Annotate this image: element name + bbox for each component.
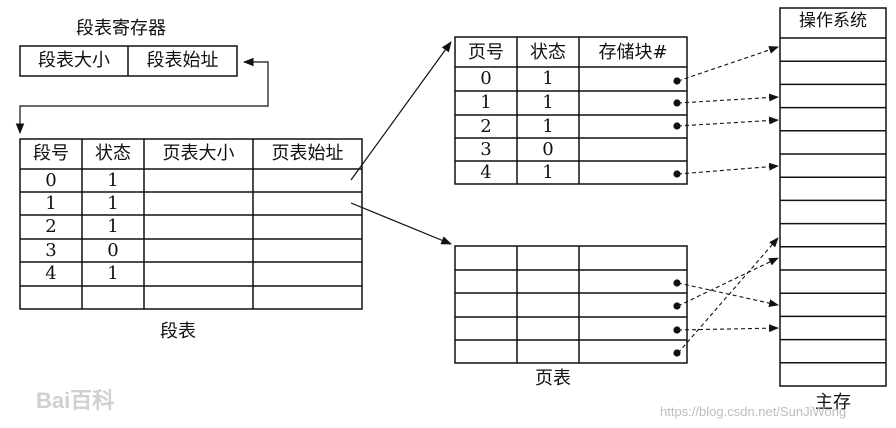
baidu-watermark: Bai百科: [36, 388, 115, 413]
pt1-row4-frame-arrow: [677, 162, 779, 175]
pt2-dot-2: [673, 279, 681, 287]
page-table-1-cell: 1: [542, 92, 554, 113]
page-table-1-header-frame: 存储块#: [598, 42, 668, 63]
segment-table-cell: 1: [107, 193, 119, 214]
segment-table-cell: 1: [107, 216, 119, 237]
pt1-row2-frame-arrow: [677, 116, 779, 127]
segment-table-header-pt-base: 页表始址: [271, 143, 344, 164]
main-memory-os-label: 操作系统: [799, 11, 867, 31]
page-table-2-grid: [454, 245, 688, 364]
segment-0-to-page-table-1-arrow: [350, 41, 452, 181]
main-memory-caption: 主存: [815, 392, 851, 413]
csdn-watermark: https://blog.csdn.net/SunJiWong: [660, 404, 847, 419]
page-table-1-cell: 0: [480, 68, 492, 89]
page-table-1-cell: 4: [480, 162, 492, 183]
segment-table-base-cell: 段表始址: [146, 50, 219, 71]
page-table-1-header-status: 状态: [530, 42, 566, 63]
pt1-dot-2: [673, 122, 681, 130]
pt2-row3-frame-arrow: [677, 257, 779, 307]
pt1-dot-1: [673, 99, 681, 107]
pt2-dot-5: [673, 349, 681, 357]
pt2-dot-4: [673, 326, 681, 334]
pt2-row5-frame-arrow: [677, 237, 779, 354]
segment-table-cell: 1: [107, 170, 119, 191]
segment-table-caption: 段表: [160, 321, 196, 342]
page-table-1-cell: 0: [542, 139, 554, 160]
pt1-row1-frame-arrow: [677, 93, 779, 104]
segment-register-title: 段表寄存器: [76, 18, 166, 39]
segment-table-header-pt-size: 页表大小: [162, 143, 235, 164]
pt1-dot-4: [673, 170, 681, 178]
page-table-1-grid: [454, 36, 688, 185]
segment-table-grid: [19, 138, 363, 310]
main-memory-grid: [779, 7, 887, 387]
page-table-1-frame-links: [677, 46, 779, 175]
page-table-1-cell: 1: [542, 162, 554, 183]
page-table-1-cell: 1: [542, 116, 554, 137]
pt2-dot-3: [673, 302, 681, 310]
segment-table-header-segno: 段号: [33, 143, 69, 164]
pt2-row2-frame-arrow: [677, 282, 779, 307]
segment-table-size-cell: 段表大小: [38, 50, 110, 71]
pt1-dot-0: [673, 77, 681, 85]
pt1-row0-frame-arrow: [677, 46, 779, 82]
page-table-1-cell: 3: [480, 139, 492, 160]
register-to-segment-table-arrow: [15, 57, 269, 135]
segment-table-cell: 3: [45, 240, 57, 261]
segment-1-to-page-table-2-arrow: [350, 202, 452, 245]
segment-table-cell: 1: [45, 193, 57, 214]
page-table-2-frame-links: [677, 237, 779, 354]
segment-table-header-status: 状态: [95, 143, 131, 164]
pt2-row4-frame-arrow: [677, 324, 779, 333]
segment-table-cell: 0: [45, 170, 57, 191]
page-table-1-cell: 1: [480, 92, 492, 113]
segment-table-cell: 2: [45, 216, 57, 237]
segment-table-cell: 4: [45, 263, 57, 284]
segment-table-cell: 1: [107, 263, 119, 284]
page-table-1-header-pageno: 页号: [468, 42, 504, 63]
page-table-caption: 页表: [535, 368, 571, 389]
page-table-1-cell: 1: [542, 68, 554, 89]
pointer-dots: [673, 77, 681, 357]
segment-table-cell: 0: [107, 240, 119, 261]
page-table-1-cell: 2: [480, 116, 492, 137]
